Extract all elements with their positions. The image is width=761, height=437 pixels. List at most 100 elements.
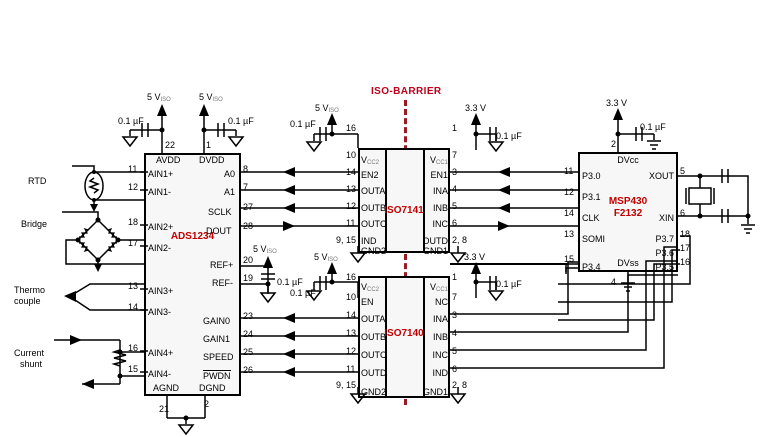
cap-label-dvdd: 0.1 µF [228, 116, 254, 126]
pin-label-iso7141-vcc1: VCC1 [429, 155, 448, 166]
pin-number-msp430-p36: 17 [680, 243, 691, 253]
pin-label-ain4p: AIN4+ [148, 348, 174, 358]
pin-label-ain3n: AIN3- [148, 307, 172, 317]
pin-number-iso7140-en: 10 [346, 292, 357, 302]
pin-number-iso7141-outc: 12 [346, 201, 357, 211]
pin-label-msp430-p31: P3.1 [582, 192, 601, 202]
ads-ground-symbol [166, 396, 206, 436]
pin-number-gain0: 23 [243, 311, 254, 321]
pin-label-iso7140-vcc2: VCC2 [361, 282, 380, 293]
iso7141-left-supply [305, 113, 359, 153]
pin-label-iso7140-gnd2: GND2 [361, 387, 387, 397]
pin-label-sclk: SCLK [208, 207, 232, 217]
pin-label-iso7140-vcc1: VCC1 [429, 282, 448, 293]
pin-label-iso7141-en1: EN1 [430, 170, 448, 180]
pin-number-a0: 8 [243, 164, 249, 174]
chip-label-iso7140: ISO7140 [384, 328, 424, 339]
ads-left-pin-stubs [140, 171, 148, 373]
pin-number-iso7141-vcc2: 16 [346, 123, 357, 133]
cap-label-iso7140-right: 0.1 µF [496, 279, 522, 289]
pin-number-iso7141-gnd1: 2, 8 [452, 235, 468, 245]
pin-number-ain2n: 17 [128, 238, 139, 248]
pin-number-iso7141-inc: 5 [452, 201, 458, 211]
pin-number-iso7140-outd: 11 [346, 364, 356, 374]
pin-label-iso7141-inb: INB [432, 203, 448, 213]
pin-label-dvdd: DVDD [199, 155, 225, 165]
chip-iso7140 [358, 276, 450, 398]
pin-number-iso7140-vcc1: 1 [452, 272, 458, 282]
pin-label-pwdn: PWDN [203, 370, 231, 381]
pin-label-dgnd: DGND [199, 383, 226, 393]
supply-label-dvdd: 5 VISO [199, 92, 223, 103]
pin-number-msp430-p35: 16 [680, 257, 691, 267]
pin-number-dgnd: 2 [204, 399, 210, 409]
pin-number-ain1p: 11 [128, 164, 138, 174]
bus-ads-to-iso7141 [241, 167, 358, 231]
pin-number-msp430-p30: 11 [564, 166, 574, 176]
pin-label-iso7141-outc: OUTC [361, 219, 387, 229]
supply-sub-ref: ISO [266, 249, 277, 255]
chip-ads1234 [144, 153, 241, 396]
pin-number-ain4p: 16 [128, 343, 139, 353]
pin-number-msp430-xout: 5 [680, 166, 686, 176]
pin-number-iso7140-ind: 6 [452, 364, 458, 374]
pin-label-iso7140-en: EN [361, 297, 374, 307]
pin-number-iso7140-outb: 13 [346, 328, 357, 338]
pin-label-msp430-dvss: DVss [617, 258, 639, 268]
pin-number-avdd: 22 [165, 140, 176, 150]
pin-label-a0: A0 [224, 169, 236, 179]
pin-label-a1: A1 [224, 187, 236, 197]
pin-label-msp430-xin: XIN [658, 213, 674, 223]
pin-number-a1: 7 [243, 182, 249, 192]
pin-label-speed: SPEED [203, 352, 234, 362]
pin-number-dvdd: 1 [206, 140, 212, 150]
sensor-label-current-shunt-2: shunt [20, 359, 43, 369]
pin-number-iso7140-outc: 12 [346, 346, 357, 356]
pin-label-iso7140-outa: OUTA [361, 314, 386, 324]
pin-label-ain2p: AIN2+ [148, 222, 174, 232]
pin-label-iso7141-en2: EN2 [361, 170, 379, 180]
pin-number-iso7140-gnd1: 2, 8 [452, 380, 468, 390]
cap-label-ref: 0.1 µF [277, 277, 303, 287]
ads-supply-symbols [121, 104, 245, 153]
pin-number-msp430-clk: 14 [564, 208, 575, 218]
supply-label-iso7140-left: 5 VISO [314, 252, 338, 263]
pin-number-agnd: 21 [159, 404, 170, 414]
pin-label-msp430-somi: SOMI [582, 234, 606, 244]
pin-label-iso7141-ina: INA [432, 186, 448, 196]
iso7140-right-supply [471, 262, 505, 302]
pin-label-iso7140-ind: IND [432, 368, 449, 378]
pin-label-avdd: AVDD [156, 155, 181, 165]
supply-sub-dvdd: ISO [212, 97, 223, 103]
pin-label-ain1p: AIN1+ [148, 169, 174, 179]
iso7140-grounds [349, 387, 467, 405]
pin-number-ain1n: 12 [128, 182, 139, 192]
pin-label-refp: REF+ [210, 260, 234, 270]
pin-label-iso7140-gnd1: GND1 [422, 387, 448, 397]
cap-label-iso7141-right: 0.1 µF [496, 131, 522, 141]
bus-ads-to-iso7140 [241, 313, 358, 377]
cap-label-msp430: 0.1 µF [640, 122, 666, 132]
sensor-label-thermocouple-2: couple [14, 296, 41, 306]
pin-label-iso7141-ind: IND [361, 236, 377, 246]
cap-label-iso7140-left: 0.1 µF [290, 288, 316, 298]
pin-number-iso7140-inc: 5 [452, 346, 458, 356]
chip-label-msp430-2: F2132 [613, 208, 643, 219]
pin-label-ain3p: AIN3+ [148, 286, 174, 296]
pin-label-msp430-p37: P3.7 [655, 234, 674, 244]
pin-number-iso7140-gnd2: 9, 15 [336, 380, 357, 390]
pin-label-msp430-xout: XOUT [648, 171, 674, 181]
pin-label-ain2n: AIN2- [148, 243, 172, 253]
pin-number-iso7141-vcc1: 1 [452, 123, 458, 133]
pin-label-msp430-dvcc: DVcc [617, 155, 639, 165]
pin-label-iso7141-gnd1: GND1 [422, 246, 448, 256]
pin-number-speed: 25 [243, 347, 254, 357]
supply-label-iso7140-right: 3.3 V [464, 252, 486, 262]
pin-number-iso7141-en2: 10 [346, 150, 357, 160]
pin-label-iso7140-outc: OUTC [361, 350, 387, 360]
chip-label-ads1234: ADS1234 [170, 231, 215, 242]
sensor-label-bridge: Bridge [21, 219, 48, 229]
pin-label-refn: REF- [212, 278, 233, 288]
supply-label-iso7141-left: 5 VISO [315, 103, 339, 114]
pin-label-agnd: AGND [153, 383, 180, 393]
